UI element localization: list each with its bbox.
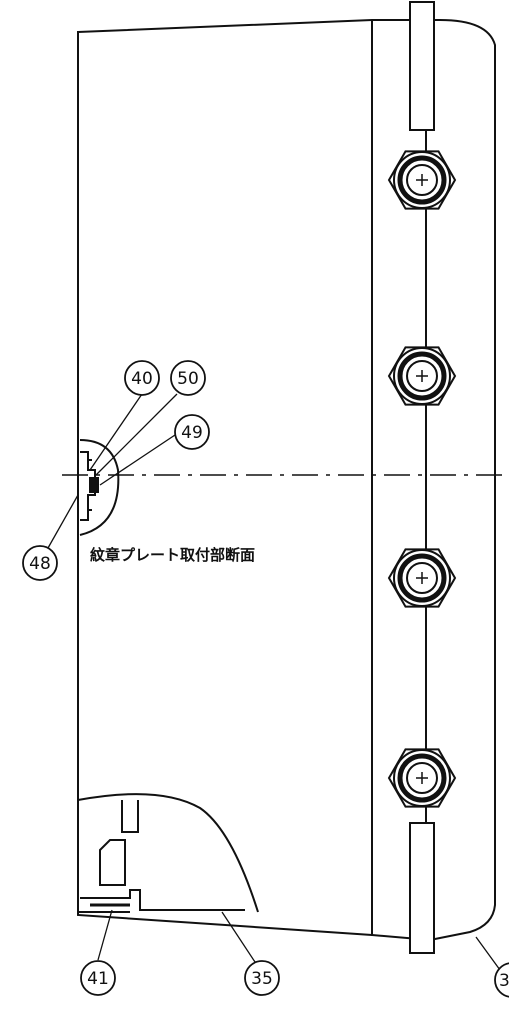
bolt-ring (393, 347, 451, 405)
section-caption: 紋章プレート取付部断面 (90, 546, 255, 564)
callout-41: 41 (80, 960, 116, 996)
bolt-ring (406, 562, 438, 594)
leader-48 (47, 494, 79, 549)
bolt-ring (406, 360, 438, 392)
callout-3-label: 3 (499, 971, 509, 991)
callout-48-label: 48 (29, 554, 51, 574)
leader-41 (97, 909, 113, 961)
leader-3 (475, 936, 501, 971)
callout-49-label: 49 (181, 423, 203, 443)
bolt-ring (406, 762, 438, 794)
callout-40-label: 40 (131, 369, 153, 389)
hex-bolt (387, 748, 457, 808)
top-hinge-pin (409, 1, 435, 131)
bottom-hinge-pin (409, 822, 435, 954)
callout-35: 35 (244, 960, 280, 996)
leader-40 (89, 393, 143, 471)
bolt-ring (397, 553, 447, 603)
bolt-ring (406, 164, 438, 196)
callout-3: 3 (494, 962, 509, 998)
hex-bolt (387, 150, 457, 210)
callout-35-label: 35 (251, 969, 273, 989)
hex-bolt (387, 548, 457, 608)
leader-49 (99, 434, 176, 486)
hinge-pins (409, 1, 435, 954)
callout-50-label: 50 (177, 369, 199, 389)
bottom-cutaway (77, 793, 259, 913)
callout-48: 48 (22, 545, 58, 581)
hex-bolts (387, 150, 457, 808)
leader-lines (47, 393, 501, 971)
bolt-ring (393, 549, 451, 607)
bolt-ring (393, 151, 451, 209)
hex-bolt (387, 346, 457, 406)
callout-41-label: 41 (87, 969, 109, 989)
leader-35 (221, 911, 256, 963)
bolt-ring (397, 351, 447, 401)
bolt-ring (397, 753, 447, 803)
callout-40: 40 (124, 360, 160, 396)
leader-50 (95, 393, 178, 476)
bolt-ring (397, 155, 447, 205)
bolt-ring (393, 749, 451, 807)
callout-49: 49 (174, 414, 210, 450)
emblem-plate-section (79, 439, 120, 536)
callout-50: 50 (170, 360, 206, 396)
